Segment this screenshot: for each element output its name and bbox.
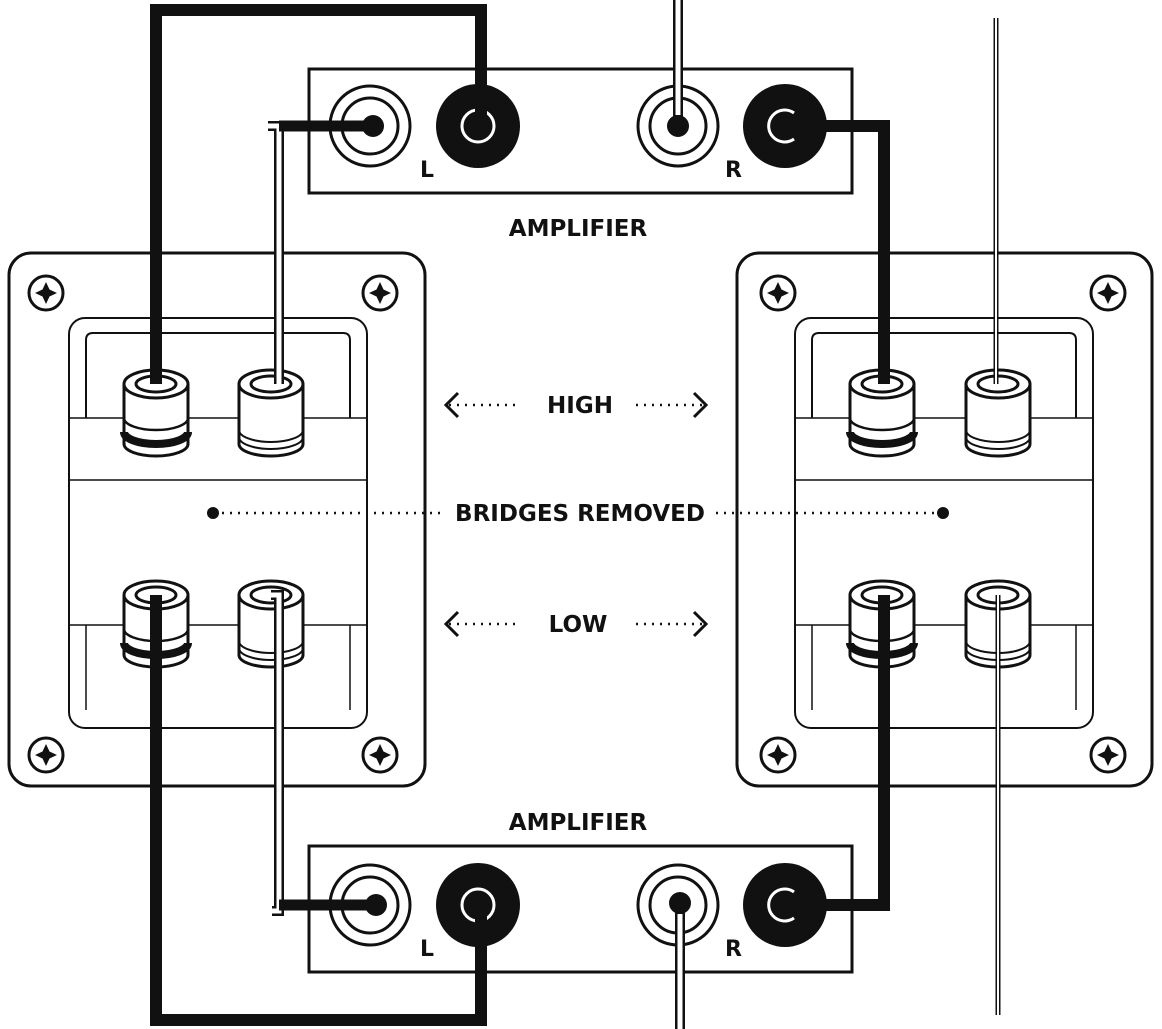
channel-label-top-left: L [420, 158, 434, 183]
amplifier-top: L R [307, 67, 854, 195]
arrow-right-icon [692, 391, 709, 419]
wires [150, 0, 1001, 1029]
arrow-left-icon [443, 391, 460, 419]
screw-icon [27, 274, 65, 312]
screw-icon [361, 736, 399, 774]
speaker-terminal-right [735, 251, 1154, 788]
rca-jack-top-right-black [743, 84, 827, 168]
low-label: LOW [549, 612, 608, 638]
wire-top-left-positive [150, 4, 487, 384]
amplifier-bottom: L R [307, 844, 854, 974]
wire-top-left-negative [268, 120, 373, 384]
arrow-right-icon [692, 610, 709, 638]
amplifier-top-label: AMPLIFIER [509, 216, 648, 242]
amplifier-bottom-label: AMPLIFIER [509, 810, 648, 836]
screw-icon [1089, 736, 1127, 774]
screw-icon [1089, 274, 1127, 312]
screw-icon [361, 274, 399, 312]
rca-jack-bottom-right-black [743, 863, 827, 947]
channel-label-bottom-right: R [725, 937, 742, 962]
bridges-removed-annotation: BRIDGES REMOVED [207, 501, 949, 527]
screw-icon [27, 736, 65, 774]
screw-icon [759, 736, 797, 774]
wire-bottom-left-negative [271, 590, 376, 916]
high-annotation: HIGH [443, 391, 709, 419]
bridges-removed-label: BRIDGES REMOVED [455, 501, 705, 527]
bridge-point-right [937, 507, 949, 519]
wire-bottom-right-positive [797, 595, 890, 911]
bridge-point-left [207, 507, 219, 519]
screw-icon [759, 274, 797, 312]
wire-top-right-positive [797, 120, 890, 384]
high-label: HIGH [547, 393, 613, 419]
arrow-left-icon [443, 610, 460, 638]
speaker-terminal-left [7, 251, 427, 788]
binding-post-high-negative [237, 368, 305, 458]
low-annotation: LOW [443, 610, 709, 638]
wire-bottom-left-positive [150, 595, 487, 1026]
channel-label-top-right: R [725, 158, 742, 183]
channel-label-bottom-left: L [420, 937, 434, 962]
